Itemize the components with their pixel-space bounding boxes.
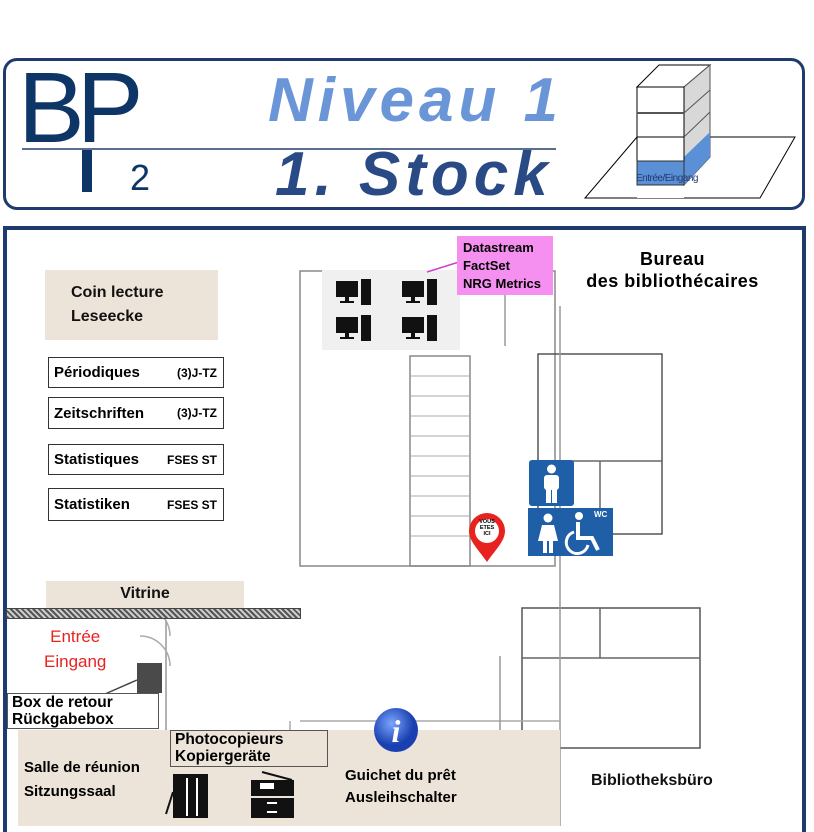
copiers-label: Photocopieurs Kopiergeräte bbox=[170, 730, 328, 767]
shelf-label: Statistiken bbox=[54, 496, 130, 513]
librarians-office-line2: des bibliothécaires bbox=[586, 271, 759, 291]
locker-icon bbox=[165, 774, 208, 818]
shelf-code: (3)J-TZ bbox=[177, 365, 217, 380]
you-are-here-label: VOUS ETES ICI bbox=[479, 519, 495, 537]
reading-corner-zone: Coin lecture Leseecke bbox=[45, 270, 218, 340]
copier-icon bbox=[251, 771, 294, 818]
return-box-fr: Box de retour bbox=[12, 694, 113, 711]
return-box-pointer bbox=[104, 679, 138, 695]
loan-desk-label: Guichet du prêt Ausleihschalter bbox=[345, 765, 457, 809]
entrance-label: Entrée Eingang bbox=[44, 624, 106, 674]
building-entrance-label: Entrée/Eingang bbox=[636, 173, 698, 184]
copiers-de: Kopiergeräte bbox=[175, 748, 271, 765]
loan-desk-de: Ausleihschalter bbox=[345, 789, 457, 806]
bp2-logo: BP 2 bbox=[18, 52, 151, 198]
building-floors-icon bbox=[583, 63, 796, 199]
shelf-periodicals: Périodiques (3)J-TZ bbox=[48, 357, 224, 388]
library-office-label: Bibliotheksbüro bbox=[591, 772, 713, 789]
wc-women-accessible-icon bbox=[528, 508, 613, 556]
meeting-room-label: Salle de réunion Sitzungssaal bbox=[24, 756, 140, 804]
databases-box: Datastream FactSet NRG Metrics bbox=[457, 236, 553, 295]
level-subtitle: 1. Stock bbox=[275, 140, 553, 209]
header-divider bbox=[22, 148, 556, 150]
database-factset: FactSet bbox=[463, 258, 510, 273]
shelf-zeitschriften: Zeitschriften (3)J-TZ bbox=[48, 397, 224, 429]
entrance-fr: Entrée bbox=[50, 627, 101, 646]
loan-desk-fr: Guichet du prêt bbox=[345, 767, 456, 784]
reading-corner-de: Leseecke bbox=[71, 308, 144, 325]
shelf-code: FSES ST bbox=[166, 497, 217, 512]
reading-corner-fr: Coin lecture bbox=[71, 284, 164, 301]
shelf-label: Statistiques bbox=[54, 451, 140, 468]
meeting-room-de: Sitzungssaal bbox=[24, 783, 116, 800]
return-box-label: Box de retour Rückgabebox bbox=[7, 693, 159, 729]
copiers-fr: Photocopieurs bbox=[175, 731, 284, 748]
shelf-statistiken: Statistiken FSES ST bbox=[48, 488, 224, 521]
showcase-zone: Vitrine bbox=[46, 581, 244, 608]
shelf-label: Périodiques bbox=[54, 364, 140, 381]
level-title: Niveau 1 bbox=[268, 66, 564, 135]
floor-plan bbox=[3, 226, 806, 832]
entrance-de: Eingang bbox=[44, 652, 107, 671]
return-box-de: Rückgabebox bbox=[12, 711, 114, 728]
wc-men-icon bbox=[529, 460, 574, 506]
database-nrg-metrics: NRG Metrics bbox=[463, 276, 542, 291]
info-icon: i bbox=[374, 708, 418, 752]
librarians-office-label: Bureau des bibliothécaires bbox=[560, 248, 785, 292]
svg-text:i: i bbox=[392, 713, 401, 749]
librarians-office-line1: Bureau bbox=[639, 249, 705, 269]
database-datastream: Datastream bbox=[463, 240, 534, 255]
computer-icons bbox=[336, 279, 437, 341]
shelf-label: Zeitschriften bbox=[54, 404, 145, 422]
meeting-room-fr: Salle de réunion bbox=[24, 759, 140, 776]
you-are-here-pin-icon bbox=[469, 513, 505, 562]
database-pointer-line bbox=[426, 261, 460, 273]
shelf-statistiques: Statistiques FSES ST bbox=[48, 444, 224, 475]
hatched-wall bbox=[6, 608, 301, 619]
shelf-code: (3)J-TZ bbox=[177, 406, 217, 420]
shelf-code: FSES ST bbox=[166, 452, 217, 467]
wc-label: WC bbox=[594, 510, 608, 519]
showcase-label: Vitrine bbox=[120, 585, 170, 602]
return-box-icon bbox=[137, 663, 162, 693]
